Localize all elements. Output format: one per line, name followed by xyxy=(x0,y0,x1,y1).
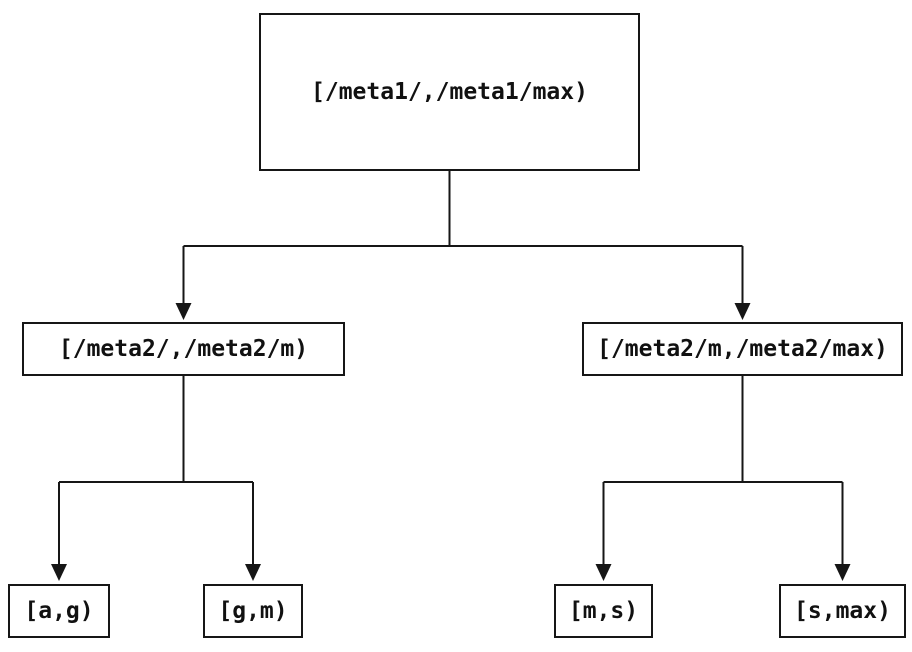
node-label: [a,g) xyxy=(24,597,94,624)
tree-node-leaf-gm: [g,m) xyxy=(203,584,303,638)
tree-node-root: [/meta1/,/meta1/max) xyxy=(259,13,640,171)
node-label: [/meta2/,/meta2/m) xyxy=(58,335,309,362)
node-label: [s,max) xyxy=(794,597,891,624)
tree-node-leaf-smax: [s,max) xyxy=(779,584,906,638)
arrow-down-icon xyxy=(734,303,751,320)
node-label: [g,m) xyxy=(218,597,288,624)
edge-right-child-to-leaves xyxy=(595,376,851,581)
tree-node-leaf-ag: [a,g) xyxy=(8,584,110,638)
edge-root-to-children xyxy=(175,171,751,320)
tree-node-right-child: [/meta2/m,/meta2/max) xyxy=(582,322,903,376)
node-label: [m,s) xyxy=(568,597,639,624)
tree-node-leaf-ms: [m,s) xyxy=(554,584,653,638)
edge-left-child-to-leaves xyxy=(51,376,261,581)
node-label: [/meta1/,/meta1/max) xyxy=(311,78,588,105)
arrow-down-icon xyxy=(834,564,851,581)
arrow-down-icon xyxy=(595,564,612,581)
node-label: [/meta2/m,/meta2/max) xyxy=(597,335,888,362)
arrow-down-icon xyxy=(51,564,67,581)
tree-node-left-child: [/meta2/,/meta2/m) xyxy=(22,322,345,376)
arrow-down-icon xyxy=(175,303,192,320)
arrow-down-icon xyxy=(245,564,261,581)
